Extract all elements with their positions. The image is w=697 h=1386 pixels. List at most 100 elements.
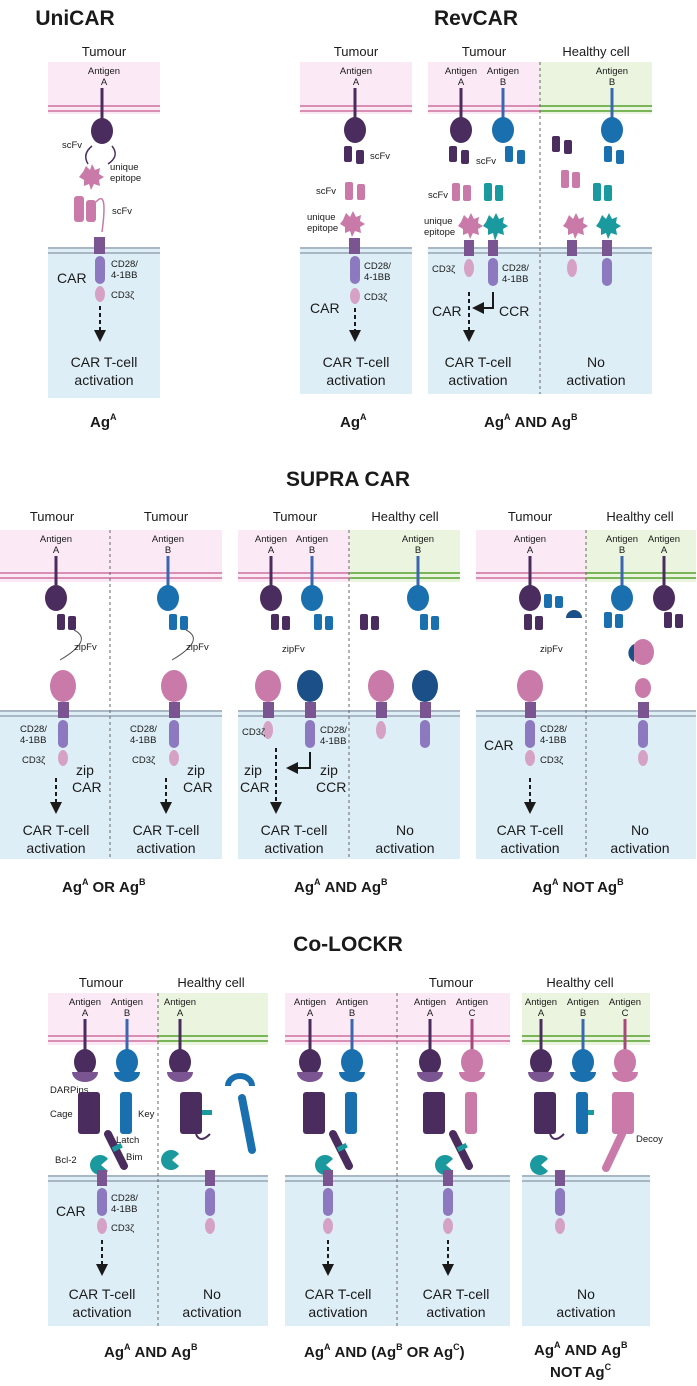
svg-text:Antigen: Antigen [445,66,477,77]
svg-text:CD28/: CD28/ [20,724,47,735]
svg-text:Antigen: Antigen [514,534,546,545]
svg-text:C: C [469,1008,476,1019]
svg-text:A: A [268,545,275,556]
svg-text:No: No [203,1286,221,1302]
svg-text:CD28/: CD28/ [364,261,391,272]
svg-text:scFv: scFv [112,206,132,217]
svg-text:Healthy cell: Healthy cell [606,509,673,524]
svg-text:B: B [415,545,421,556]
supra-panel-not: Tumour Healthy cell Antigen A Antigen B … [476,509,696,896]
svg-text:B: B [609,77,615,88]
svg-text:A: A [307,1008,314,1019]
svg-text:zipFv: zipFv [540,644,563,655]
svg-text:A: A [353,77,360,88]
svg-text:CD3ζ: CD3ζ [364,292,388,303]
svg-text:No: No [631,822,649,838]
svg-text:Antigen: Antigen [567,997,599,1008]
svg-text:CAR T-cell: CAR T-cell [71,354,138,370]
cage-protein [78,1092,100,1134]
svg-text:A: A [458,77,465,88]
svg-text:CCR: CCR [316,779,346,795]
svg-text:Tumour: Tumour [30,509,75,524]
svg-text:scFv: scFv [316,186,336,197]
svg-text:activation: activation [74,372,133,388]
svg-text:activation: activation [448,372,507,388]
svg-text:CD3ζ: CD3ζ [540,755,564,766]
svg-text:scFv: scFv [476,156,496,167]
unique-epitope-star [79,164,104,190]
logic-label: AgA [90,412,117,431]
svg-text:CAR: CAR [432,303,462,319]
svg-text:zip: zip [244,762,262,778]
panel-header: Tumour [82,44,127,59]
svg-text:Antigen: Antigen [606,534,638,545]
svg-text:Antigen: Antigen [414,997,446,1008]
svg-text:AgA: AgA [340,412,367,431]
svg-text:epitope: epitope [110,173,141,184]
healthy-cage [180,1092,202,1134]
svg-text:CAR: CAR [484,737,514,753]
svg-text:zip: zip [76,762,94,778]
svg-text:CD3ζ: CD3ζ [132,755,156,766]
cd3z-domain [95,286,105,302]
svg-text:CAR T-cell: CAR T-cell [445,354,512,370]
svg-text:Antigen: Antigen [456,997,488,1008]
svg-text:zipFv: zipFv [186,642,209,653]
unicar-title: UniCAR [35,7,114,30]
svg-text:CD28/: CD28/ [320,725,347,736]
svg-text:Antigen: Antigen [487,66,519,77]
svg-text:activation: activation [610,840,669,856]
supra-panel-and: Tumour Healthy cell Antigen A Antigen B … [238,509,460,896]
svg-text:Tumour: Tumour [79,975,124,990]
svg-text:CAR T-cell: CAR T-cell [423,1286,490,1302]
cd28-domain [95,256,105,284]
svg-text:4-1BB: 4-1BB [502,274,528,285]
svg-text:scFv: scFv [62,140,82,151]
supra-car-section: SUPRA CAR Tumour Tumour Antigen A Antige… [0,468,696,896]
svg-text:Antigen: Antigen [40,534,72,545]
svg-text:epitope: epitope [307,223,338,234]
svg-text:CD3ζ: CD3ζ [242,727,266,738]
svg-text:CD28/: CD28/ [130,724,157,735]
svg-text:epitope: epitope [424,227,455,238]
revcar-section: RevCAR Tumour Antigen A scFv scFv unique… [300,7,652,431]
svg-text:Tumour: Tumour [508,509,553,524]
svg-text:activation: activation [500,840,559,856]
svg-text:Antigen: Antigen [648,534,680,545]
svg-text:CAR T-cell: CAR T-cell [133,822,200,838]
svg-text:Healthy cell: Healthy cell [177,975,244,990]
svg-text:B: B [500,77,506,88]
svg-text:B: B [165,545,171,556]
svg-text:CAR: CAR [183,779,213,795]
svg-text:Antigen: Antigen [88,66,120,77]
svg-text:activation: activation [375,840,434,856]
svg-text:A: A [527,545,534,556]
svg-text:unique: unique [424,216,453,227]
svg-text:Healthy cell: Healthy cell [371,509,438,524]
svg-text:unique: unique [307,212,336,223]
colockr-section: Co-LOCKR Tumour Healthy cell Antigen A A… [48,933,663,1381]
supra-panel-or: Tumour Tumour Antigen A Antigen B zipFv [0,509,222,896]
svg-text:No: No [587,354,605,370]
svg-text:A: A [82,1008,89,1019]
svg-text:Antigen: Antigen [336,997,368,1008]
svg-text:4-1BB: 4-1BB [111,270,137,281]
scfv-domain [74,196,84,222]
svg-text:activation: activation [264,840,323,856]
svg-text:activation: activation [26,840,85,856]
svg-text:Tumour: Tumour [273,509,318,524]
colockr-title: Co-LOCKR [293,933,403,956]
revcar-panel-and: Tumour Healthy cell Antigen A Antigen B … [424,44,652,431]
svg-text:C: C [622,1008,629,1019]
colockr-panel-and: Tumour Healthy cell Antigen A Antigen B … [48,975,268,1361]
svg-text:Bim: Bim [126,1152,142,1163]
svg-text:activation: activation [426,1304,485,1320]
svg-text:Antigen: Antigen [255,534,287,545]
svg-text:Antigen: Antigen [152,534,184,545]
svg-text:CD3ζ: CD3ζ [22,755,46,766]
svg-text:B: B [580,1008,586,1019]
